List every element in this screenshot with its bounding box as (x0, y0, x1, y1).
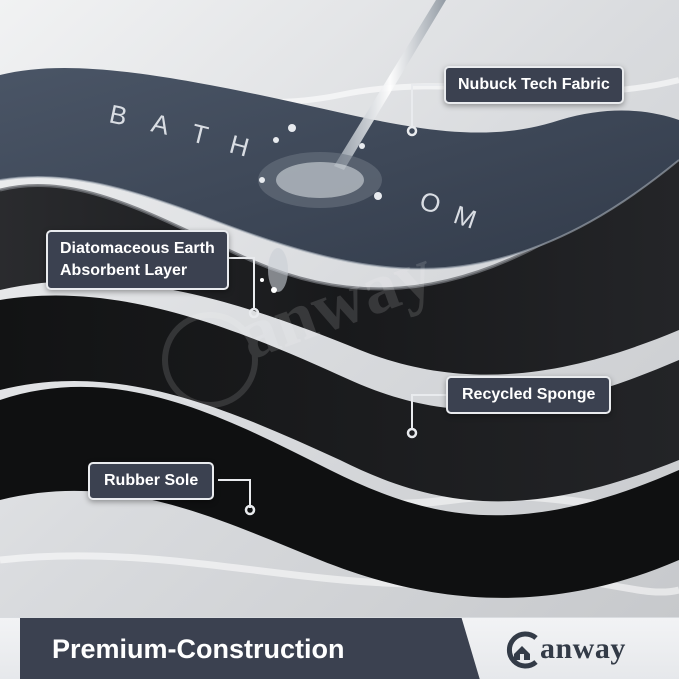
brand-logo-icon (506, 631, 538, 669)
svg-text:B: B (107, 99, 130, 132)
footer-banner: Premium-Construction anway (0, 617, 679, 679)
svg-text:T: T (189, 118, 212, 151)
leader-lines (212, 84, 446, 508)
sponge-label: Recycled Sponge (462, 386, 596, 403)
brand-logo-text: anway (540, 632, 626, 665)
leader-dots (244, 125, 418, 516)
nubuck-callout: Nubuck Tech Fabric (444, 66, 624, 104)
bathroom-print: B A T H O M (107, 99, 481, 235)
nubuck-label: Nubuck Tech Fabric (458, 76, 610, 93)
sponge-callout: Recycled Sponge (446, 376, 612, 414)
diatomaceous-layer (0, 150, 679, 375)
water-stream (334, 0, 446, 170)
diatomaceous-label-line2: Absorbent Layer (60, 262, 188, 279)
diatomaceous-callout: Diatomaceous Earth Absorbent Layer (46, 230, 229, 290)
recycled-sponge-layer (0, 295, 679, 502)
diatomaceous-label-line1: Diatomaceous Earth (60, 240, 215, 257)
rubber-label: Rubber Sole (104, 472, 199, 489)
rubber-sole-layer (0, 386, 679, 598)
rubber-callout: Rubber Sole (88, 462, 215, 500)
footer-title: Premium-Construction (20, 618, 480, 679)
brand-logo: anway (502, 628, 652, 672)
